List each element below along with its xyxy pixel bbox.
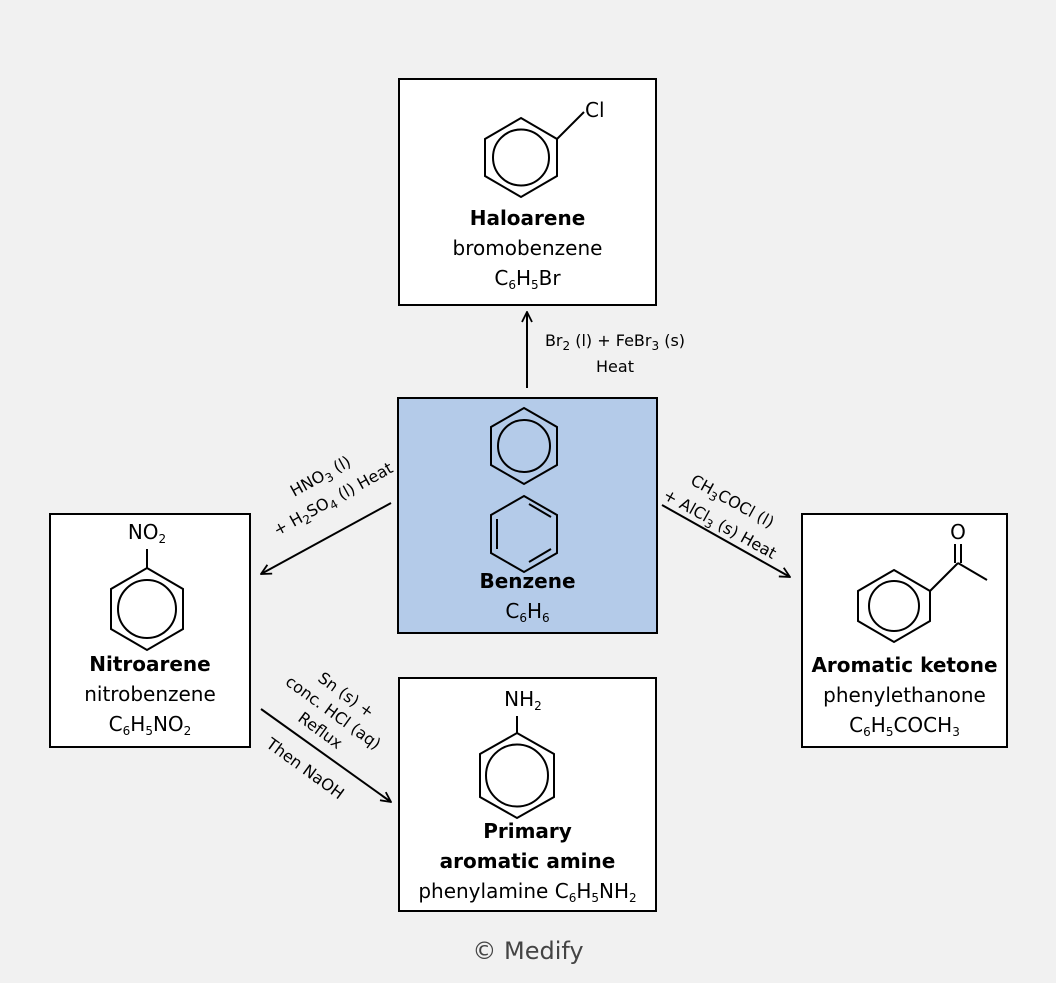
amino-substituent-label: NH2 (504, 687, 542, 713)
nitro-substituent-label: NO2 (127, 520, 167, 546)
nitrobenzene-structure-icon (110, 549, 184, 652)
haloarene-title: Haloarene (469, 206, 586, 230)
nitroarene-common-name: nitrobenzene (84, 682, 216, 706)
benzene-title: Benzene (479, 569, 576, 593)
arrow-to-amine (260, 708, 391, 802)
nitroarene-formula: C6H5NO2 (108, 712, 192, 738)
copyright-notice: © Medify (472, 937, 584, 965)
benzene-kekule-structure-icon (490, 494, 558, 574)
nitroarene-box (49, 513, 251, 748)
amine-title-line2: aromatic amine (439, 849, 616, 873)
benzene-circle-structure-icon (490, 406, 558, 486)
arrow-to-nitroarene (261, 502, 392, 574)
chloro-substituent-label: Cl (585, 98, 605, 122)
amine-title-line1: Primary (483, 819, 572, 843)
haloarene-common-name: bromobenzene (452, 236, 603, 260)
arrow-to-ketone (661, 504, 790, 577)
haloarene-conditions-line1: Br2 (l) + FeBr3 (s) (544, 331, 686, 353)
phenylamine-structure-icon (479, 716, 555, 820)
chlorobenzene-structure-icon (484, 111, 585, 199)
ketone-box (801, 513, 1008, 748)
nitroarene-title: Nitroarene (89, 652, 211, 676)
haloarene-conditions: Br2 (l) + FeBr3 (s) Heat (528, 328, 702, 380)
benzene-box (397, 397, 658, 634)
amine-common-and-formula: phenylamine C6H5NH2 (418, 879, 637, 905)
haloarene-box (398, 78, 657, 306)
ketone-label: Aromatic ketone phenylethanone C6H5COCH3 (801, 650, 1008, 740)
ketone-formula: C6H5COCH3 (849, 713, 960, 739)
benzene-formula: C6H6 (505, 599, 550, 625)
haloarene-label: Haloarene bromobenzene C6H5Br (398, 203, 657, 293)
amine-label: Primary aromatic amine phenylamine C6H5N… (398, 816, 657, 906)
haloarene-formula: C6H5Br (494, 266, 561, 292)
phenylethanone-structure-icon (857, 544, 988, 644)
amine-box (398, 677, 657, 912)
carbonyl-oxygen-label: O (950, 520, 966, 544)
ketone-title: Aromatic ketone (811, 653, 998, 677)
ketone-common-name: phenylethanone (823, 683, 986, 707)
benzene-label: Benzene C6H6 (397, 566, 658, 626)
haloarene-conditions-line2: Heat (596, 357, 634, 376)
nitroarene-label: Nitroarene nitrobenzene C6H5NO2 (49, 649, 251, 739)
